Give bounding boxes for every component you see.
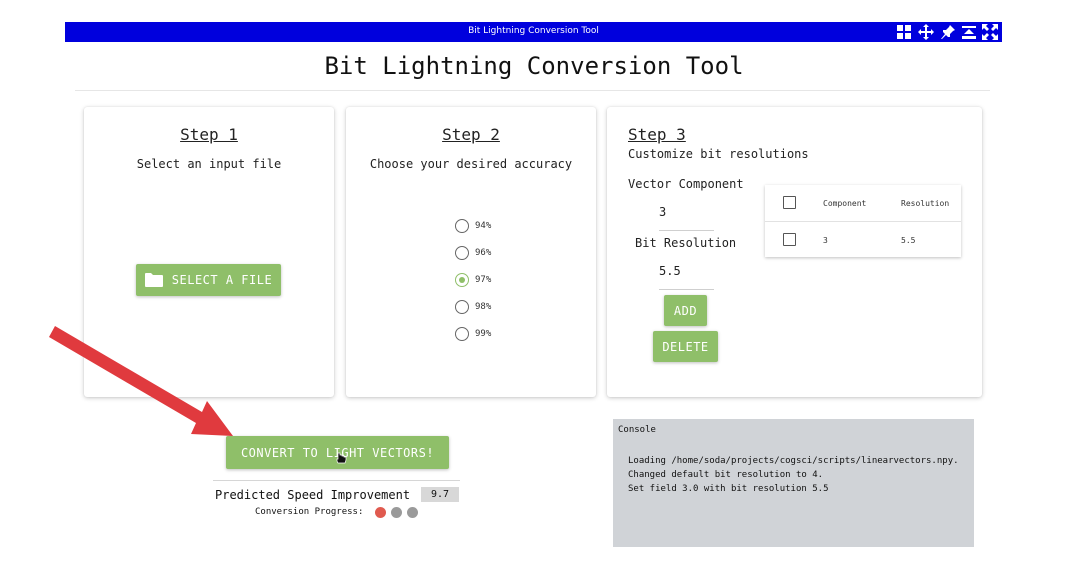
radio-99[interactable] [455,327,469,341]
step2-subtitle: Choose your desired accuracy [369,157,573,171]
radio-label-99: 99% [475,329,492,339]
window-title: Bit Lightning Conversion Tool [468,26,599,36]
tile-icon[interactable] [896,24,912,40]
progress-dot [391,507,402,518]
speed-value: 9.7 [421,487,459,502]
bit-resolution-input[interactable]: 5.5 [659,264,681,278]
radio-label-97: 97% [475,275,492,285]
bit-resolution-label: Bit Resolution [635,236,737,250]
step1-heading: Step 1 [180,125,238,144]
fullscreen-icon[interactable] [982,24,998,40]
radio-label-98: 98% [475,302,492,312]
row-component: 3 [823,236,828,245]
delete-button[interactable]: DELETE [653,331,718,362]
vector-component-input[interactable]: 3 [659,205,667,219]
window-titlebar: Bit Lightning Conversion Tool [65,22,1002,42]
pin-icon[interactable] [940,24,956,40]
speed-label: Predicted Speed Improvement [215,488,411,502]
step3-card: Step 3 Customize bit resolutions Vector … [607,107,982,397]
radio-98[interactable] [455,300,469,314]
divider [75,90,990,91]
add-button[interactable]: ADD [664,295,707,326]
radio-label-96: 96% [475,248,492,258]
table-header-resolution: Resolution [901,199,950,208]
red-arrow-icon [49,326,233,436]
progress-dot [407,507,418,518]
vector-component-underline [659,230,714,231]
select-file-label: SELECT A FILE [171,273,273,287]
page-title: Bit Lightning Conversion Tool [324,52,744,80]
console-line: Set field 3.0 with bit resolution 5.5 [628,484,829,494]
progress-label: Conversion Progress: [255,507,364,517]
step2-card: Step 2 Choose your desired accuracy 94% … [346,107,596,397]
table-divider [765,221,961,222]
table-header-component: Component [823,199,867,208]
radio-97[interactable] [455,273,469,287]
move-icon[interactable] [918,24,934,40]
radio-94[interactable] [455,219,469,233]
step3-heading: Step 3 [628,125,686,144]
step1-subtitle: Select an input file [136,157,282,171]
convert-divider [213,480,460,481]
console-line: Changed default bit resolution to 4. [628,470,824,480]
radio-96[interactable] [455,246,469,260]
radio-label-94: 94% [475,221,492,231]
console-panel: Console Loading /home/soda/projects/cogs… [613,419,974,547]
select-all-checkbox[interactable] [783,196,796,209]
select-file-button[interactable]: SELECT A FILE [136,264,281,296]
console-line: Loading /home/soda/projects/cogsci/scrip… [628,456,959,466]
bit-resolution-underline [659,289,714,290]
maximize-icon[interactable] [961,24,977,40]
step2-heading: Step 2 [442,125,500,144]
console-header: Console [618,425,656,435]
progress-dot-active [375,507,386,518]
convert-button[interactable]: CONVERT TO LIGHT VECTORS! [226,436,449,469]
row-checkbox[interactable] [783,233,796,246]
cursor-icon [336,452,347,464]
vector-component-label: Vector Component [628,177,744,191]
step3-subtitle: Customize bit resolutions [628,147,809,161]
resolution-table: Component Resolution 3 5.5 [765,185,961,257]
row-resolution: 5.5 [901,236,916,245]
step1-card: Step 1 Select an input file SELECT A FIL… [84,107,334,397]
folder-icon [144,273,163,287]
